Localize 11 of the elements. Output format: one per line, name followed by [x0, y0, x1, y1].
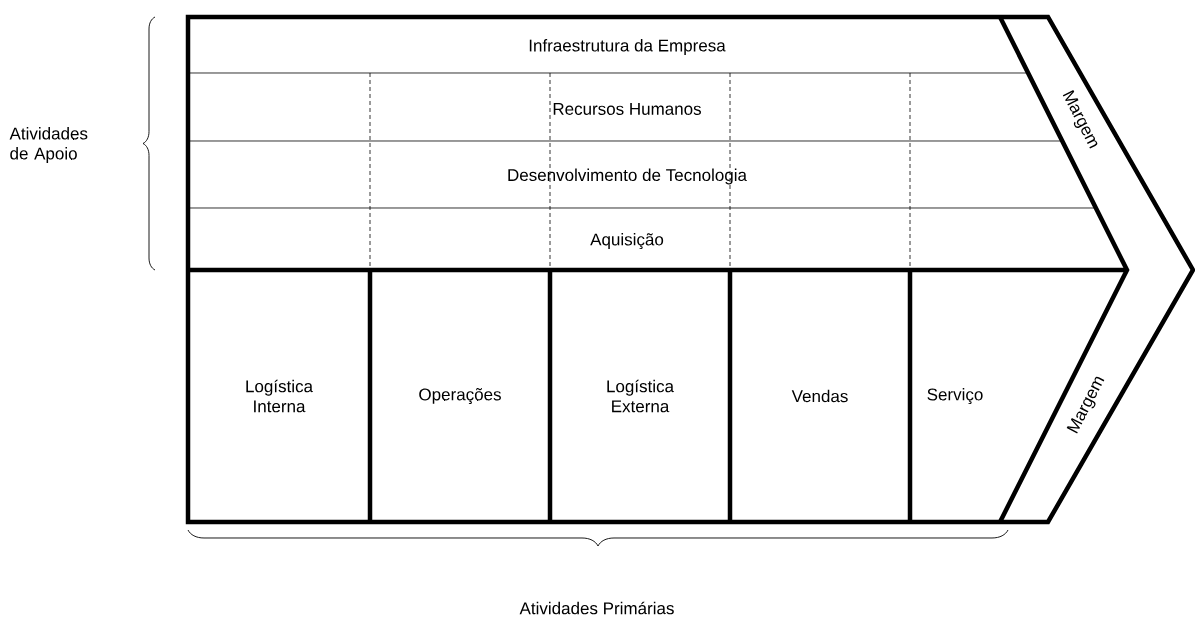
- brace-label: Atividades de Apoio: [9, 127, 88, 163]
- support-activity-row: Recursos Humanos: [553, 103, 701, 115]
- brace-label: Atividades Primárias: [519, 601, 674, 615]
- primary-activity-cell: Logística Interna: [246, 379, 313, 413]
- primary-activity-cell: Operações: [419, 388, 501, 404]
- support-activity-row: Infraestrutura da Empresa: [529, 39, 726, 55]
- primary-activity-cell: Serviço: [927, 388, 983, 404]
- support-activity-row: Desenvolvimento de Tecnologia: [508, 168, 747, 185]
- support-activity-row: Aquisição: [590, 233, 664, 249]
- primary-activity-cell: Logística Externa: [607, 379, 674, 413]
- primary-activity-cell: Vendas: [791, 389, 848, 403]
